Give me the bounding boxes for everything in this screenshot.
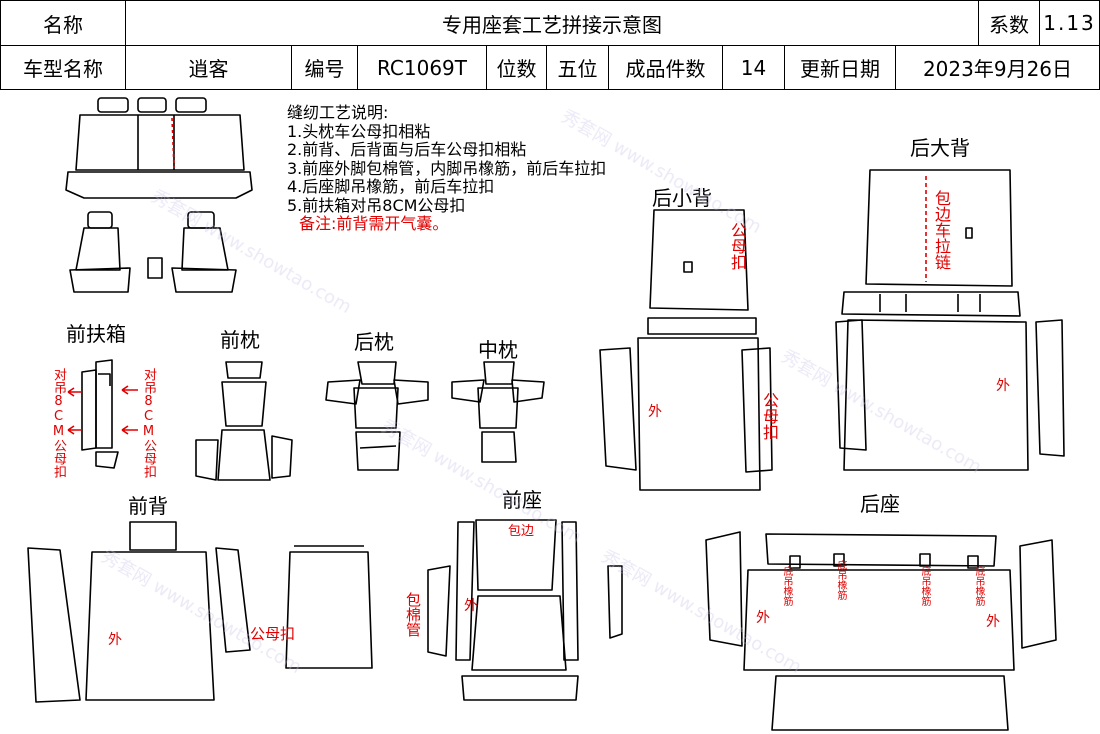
label-rear-seat: 后座 [860, 492, 900, 516]
annot-bottom-elastic: 底吊橡筋 [835, 560, 846, 600]
seats-label: 位数 [486, 45, 547, 90]
rear-headrest-pieces [325, 361, 429, 471]
rear-small-back-pieces [599, 209, 773, 491]
notes-remark: 备注:前背需开气囊。 [299, 214, 449, 233]
annot-snap-side: 公母扣 [760, 392, 779, 440]
middle-headrest-pieces [451, 361, 545, 463]
annot-outer-big-back: 外 [996, 378, 1010, 394]
notes-heading: 缝纫工艺说明: [287, 103, 389, 122]
annot-bottom-elastic: 底吊橡筋 [781, 566, 792, 606]
label-front-back: 前背 [128, 494, 168, 518]
annot-armrest-left: 对吊8CM公母扣 [51, 368, 66, 478]
label-rear-small-back: 后小背 [652, 186, 712, 210]
label-rear-big-back: 后大背 [910, 136, 970, 160]
note-item: 1.头枕车公母扣相粘 [287, 121, 431, 141]
label-front-armrest: 前扶箱 [66, 322, 126, 346]
annot-edge: 包边 [508, 524, 535, 539]
annot-outer-front-back: 外 [108, 632, 122, 648]
model-value: 逍客 [125, 45, 292, 90]
front-seat-pieces [427, 519, 623, 701]
pieces-label: 成品件数 [608, 45, 723, 90]
label-front-seat: 前座 [502, 488, 542, 512]
annot-outer-rear-seat-right: 外 [986, 614, 1000, 630]
coef-label: 系数 [978, 0, 1040, 46]
note-item: 4.后座脚吊橡筋，前后车拉扣 [287, 177, 495, 196]
annot-outer-front-seat: 外 [464, 598, 478, 614]
note-item: 3.前座外脚包棉管，内脚吊橡筋，前后车拉扣 [287, 158, 607, 178]
note-item: 5.前扶箱对吊8CM公母扣 [287, 195, 466, 215]
label-middle-headrest: 中枕 [478, 338, 518, 362]
annot-bottom-elastic: 底吊橡筋 [919, 566, 930, 606]
header-table: 名称 专用座套工艺拼接示意图 系数 1.13 车型名称 逍客 编号 RC1069… [0, 0, 1100, 90]
label-rear-headrest: 后枕 [354, 330, 394, 354]
date-value: 2023年9月26日 [895, 45, 1100, 90]
note-item: 2.前背、后背面与后车公母扣相粘 [287, 140, 527, 159]
front-back-pieces [27, 521, 373, 703]
armrest-pieces [81, 359, 119, 469]
annot-outer-small-back: 外 [648, 404, 662, 420]
seat-overview-illustration [65, 97, 253, 293]
annot-outer-rear-seat-left: 外 [756, 610, 770, 626]
rear-seat-pieces [705, 531, 1057, 731]
annot-snap-front-back: 公母扣 [250, 625, 296, 643]
model-label: 车型名称 [0, 45, 126, 90]
sewing-notes: 缝纫工艺说明: 1.头枕车公母扣相粘 2.前背、后背面与后车公母扣相粘 3.前座… [287, 103, 607, 234]
annot-bottom-elastic: 底吊橡筋 [973, 566, 984, 606]
rear-big-back-pieces [835, 169, 1065, 471]
annot-zip: 包边车拉链 [932, 190, 951, 270]
label-front-headrest: 前枕 [220, 328, 260, 352]
annot-snap-small-back: 公母扣 [728, 222, 747, 270]
annot-foam-tube: 包棉管 [404, 592, 422, 637]
front-headrest-pieces [195, 361, 293, 481]
code-value: RC1069T [357, 45, 487, 90]
date-label: 更新日期 [784, 45, 896, 90]
annot-armrest-right: 对吊8CM公母扣 [141, 368, 156, 478]
